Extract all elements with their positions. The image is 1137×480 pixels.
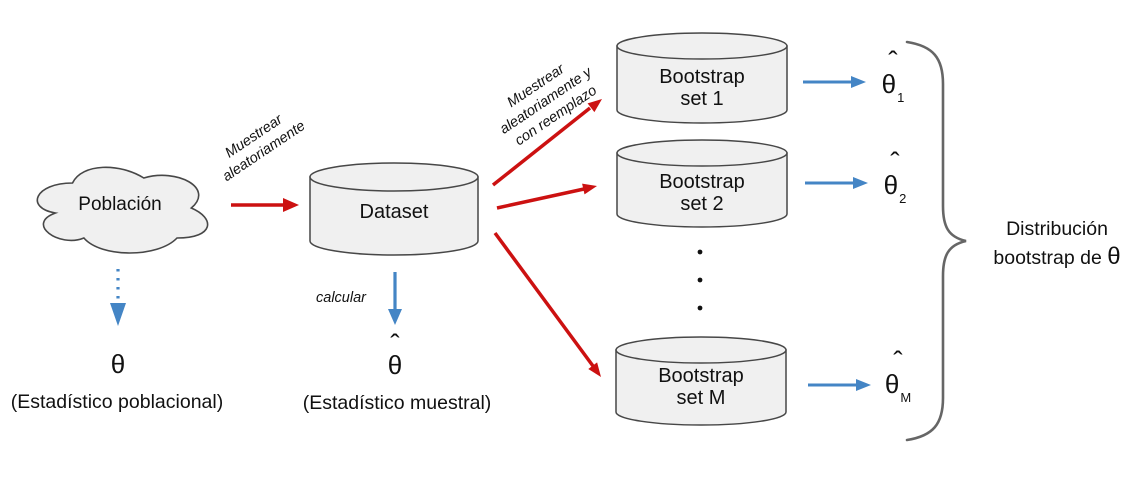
estimate-arrow-m	[808, 379, 871, 391]
bootstrap-set-m-label: Bootstrap set M	[658, 365, 744, 409]
distribution-label: Distribución bootstrap de θ	[993, 218, 1121, 270]
bootstrap-set-2-label: Bootstrap set 2	[659, 171, 745, 215]
hat-accent: ˆ	[893, 346, 903, 377]
resample-arrow-1	[491, 99, 602, 187]
bootstrap-set-m-cylinder	[615, 336, 787, 426]
bootstrap-set-1-cylinder	[616, 32, 788, 124]
vertical-dots	[697, 249, 703, 311]
sample-statistic-symbol: ˆ θ	[345, 329, 445, 379]
resample-arrow-2	[496, 183, 597, 210]
estimate-theta-m: ˆ θM	[876, 346, 920, 406]
population-label: Población	[78, 194, 162, 215]
theta-symbol: θ	[1107, 243, 1121, 270]
resample-arrow-m	[493, 231, 601, 377]
grouping-brace	[905, 40, 967, 442]
population-statistic-symbol: θ	[110, 349, 126, 379]
estimate-theta-2: ˆ θ2	[873, 147, 917, 207]
estimate-theta-1: ˆ θ1	[871, 46, 915, 106]
population-cloud-shape	[36, 166, 209, 254]
population-statistic-arrow	[110, 269, 126, 326]
population-statistic-caption: (Estadístico poblacional)	[10, 391, 224, 413]
hat-accent: ˆ	[888, 46, 898, 77]
dataset-cylinder	[309, 162, 479, 256]
calculate-arrow	[388, 272, 402, 325]
bootstrap-set-2-cylinder	[616, 139, 788, 228]
hat-accent: ˆ	[890, 147, 900, 178]
calculate-flow-label: calcular	[316, 290, 366, 306]
estimate-arrow-1	[803, 76, 866, 88]
hat-accent: ˆ	[390, 329, 400, 360]
dataset-label: Dataset	[359, 201, 429, 223]
bootstrap-set-1-label: Bootstrap set 1	[659, 66, 745, 110]
estimate-arrow-2	[805, 177, 868, 189]
sample-statistic-caption: (Estadístico muestral)	[302, 392, 492, 414]
sample-arrow	[231, 198, 299, 212]
